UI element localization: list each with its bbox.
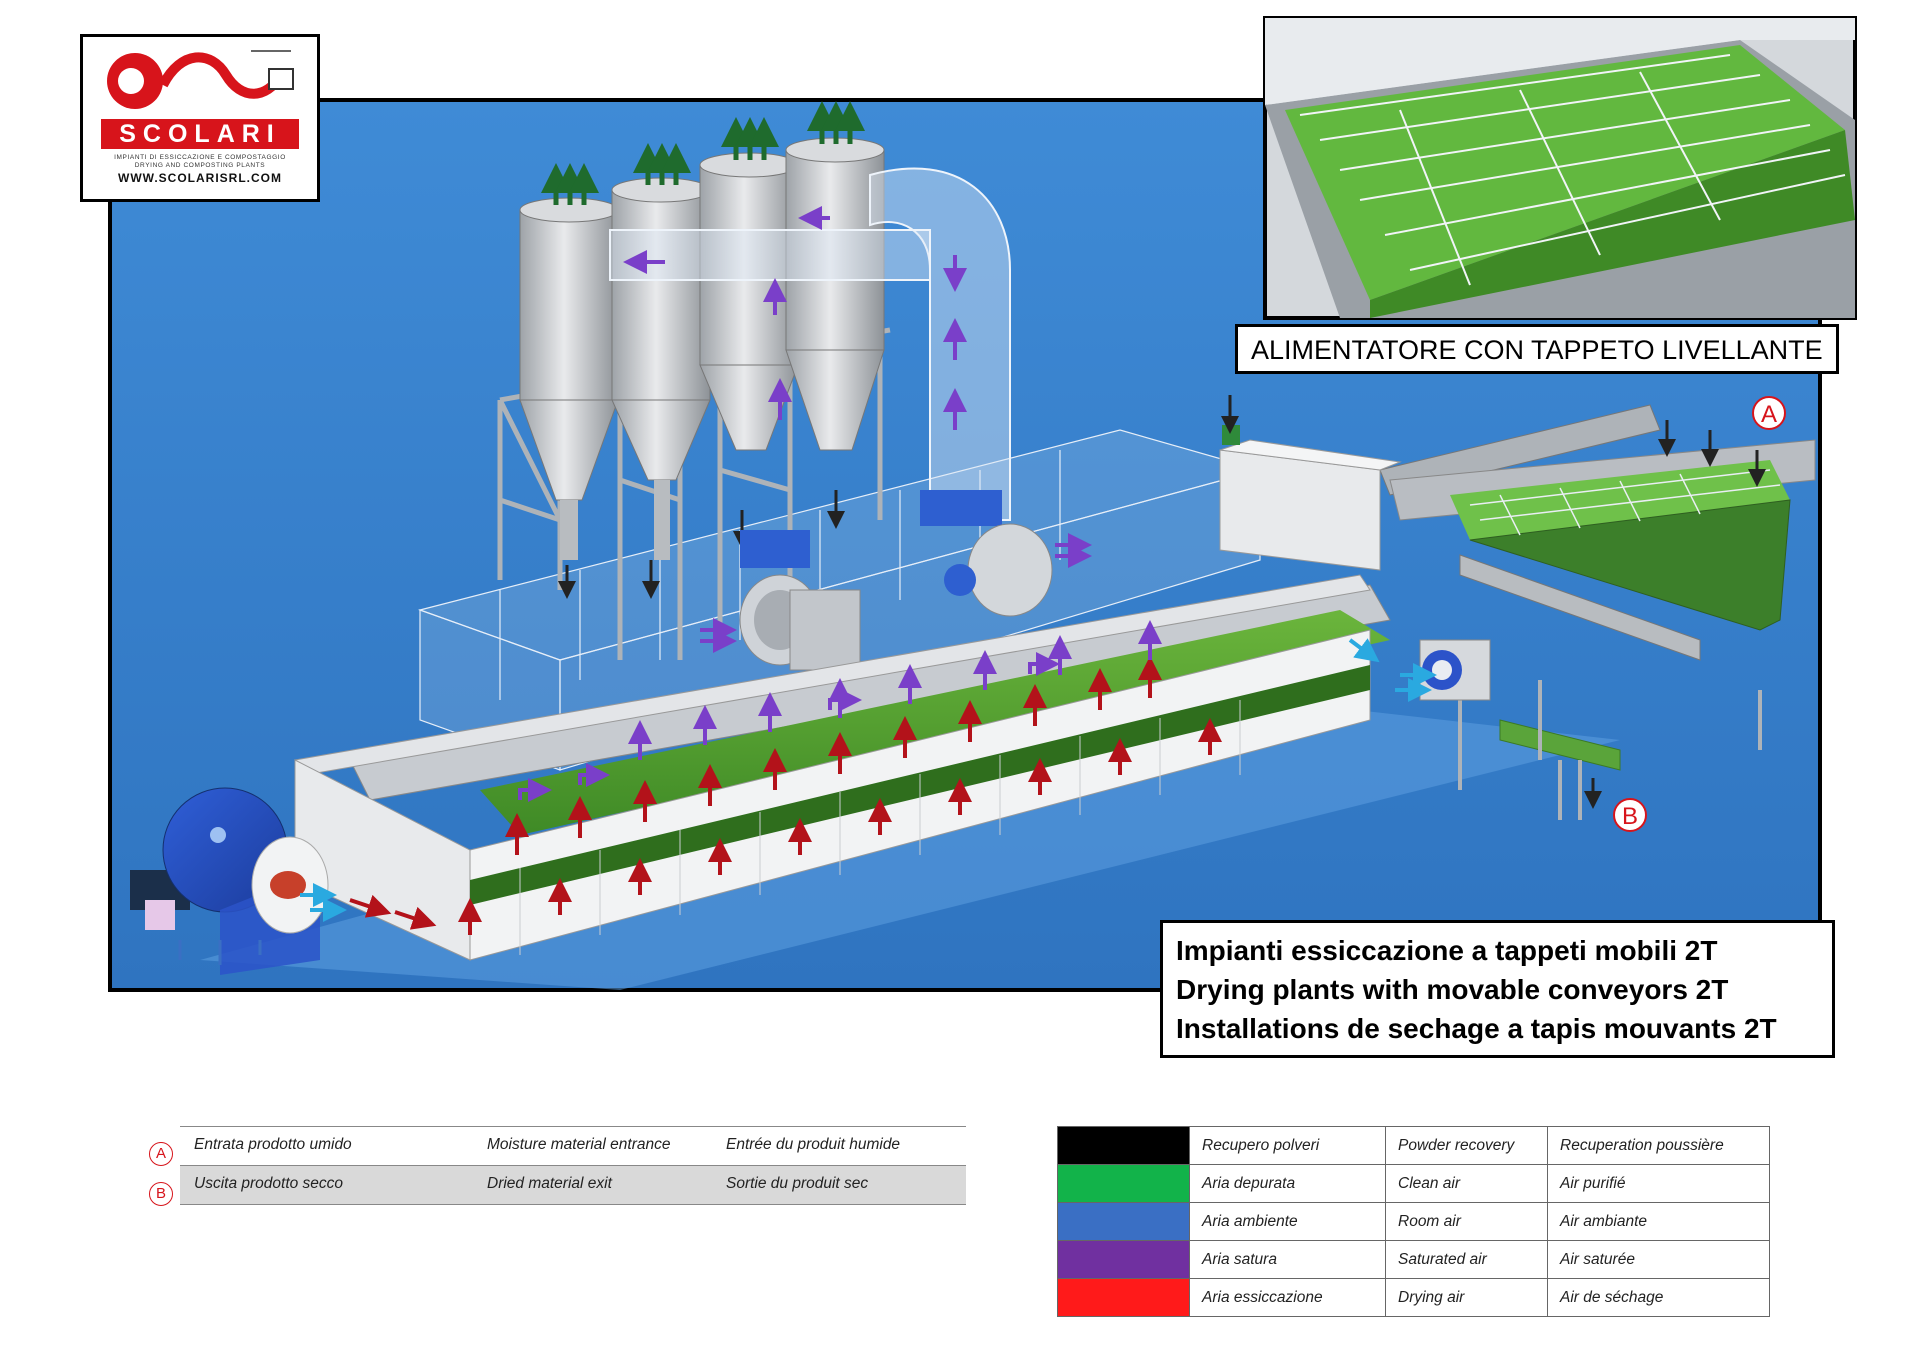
legend-a-fr: Entrée du produit humide: [726, 1136, 901, 1153]
inset-photo: [1263, 16, 1857, 320]
color-legend-row: Aria essiccazione Drying air Air de séch…: [1057, 1278, 1770, 1317]
color-label-fr: Air purifié: [1547, 1164, 1770, 1203]
legend-badge-b: B: [149, 1182, 173, 1206]
feeder-conveyor: [1219, 395, 1816, 820]
main-title: Impianti essiccazione a tappeti mobili 2…: [1160, 920, 1835, 1058]
callout-b: B: [1613, 798, 1647, 832]
color-legend-row: Aria satura Saturated air Air saturée: [1057, 1240, 1770, 1279]
logo-url: WWW.SCOLARISRL.COM: [118, 171, 282, 185]
color-swatch: [1057, 1240, 1190, 1279]
main-title-fr: Installations de sechage a tapis mouvant…: [1176, 1013, 1777, 1044]
main-title-en: Drying plants with movable conveyors 2T: [1176, 974, 1729, 1005]
color-label-en: Saturated air: [1385, 1240, 1548, 1279]
color-legend-row: Aria depurata Clean air Air purifié: [1057, 1164, 1770, 1203]
legend-badge-a: A: [149, 1142, 173, 1166]
color-swatch: [1057, 1126, 1190, 1165]
color-label-en: Drying air: [1385, 1278, 1548, 1317]
burner-fan: [130, 787, 347, 975]
color-label-fr: Air ambiante: [1547, 1202, 1770, 1241]
color-label-it: Aria ambiente: [1189, 1202, 1386, 1241]
color-legend: Recupero polveri Powder recovery Recuper…: [1057, 1126, 1770, 1317]
color-swatch: [1057, 1202, 1190, 1241]
air-duct: [609, 167, 1011, 521]
color-label-it: Recupero polveri: [1189, 1126, 1386, 1165]
color-legend-row: Aria ambiente Room air Air ambiante: [1057, 1202, 1770, 1241]
color-label-en: Clean air: [1385, 1164, 1548, 1203]
cyclone-silos: [497, 101, 891, 660]
color-label-en: Powder recovery: [1385, 1126, 1548, 1165]
color-legend-row: Recupero polveri Powder recovery Recuper…: [1057, 1126, 1770, 1165]
legend-b-fr: Sortie du produit sec: [726, 1175, 869, 1192]
callout-a: A: [1752, 396, 1786, 430]
inset-title: ALIMENTATORE CON TAPPETO LIVELLANTE: [1235, 324, 1839, 374]
color-label-it: Aria essiccazione: [1189, 1278, 1386, 1317]
logo-subtitle-en: DRYING AND COMPOSTING PLANTS: [134, 162, 266, 169]
legend-a-en: Moisture material entrance: [487, 1136, 671, 1153]
company-logo: SCOLARI IMPIANTI DI ESSICCAZIONE E COMPO…: [80, 34, 320, 202]
legend-row-a: Entrata prodotto umido Moisture material…: [180, 1126, 966, 1165]
color-swatch: [1057, 1278, 1190, 1317]
logo-name: SCOLARI: [101, 119, 299, 149]
color-label-fr: Air de séchage: [1547, 1278, 1770, 1317]
dryer-body: [294, 574, 1391, 961]
legend-row-b: Uscita prodotto secco Dried material exi…: [180, 1165, 966, 1205]
logo-subtitle-it: IMPIANTI DI ESSICCAZIONE E COMPOSTAGGIO: [114, 154, 286, 161]
color-label-en: Room air: [1385, 1202, 1548, 1241]
exhaust-fans: [739, 490, 1053, 671]
point-legend: Entrata prodotto umido Moisture material…: [180, 1126, 966, 1205]
main-title-it: Impianti essiccazione a tappeti mobili 2…: [1176, 935, 1718, 966]
color-label-it: Aria depurata: [1189, 1164, 1386, 1203]
color-label-fr: Air saturée: [1547, 1240, 1770, 1279]
legend-a-it: Entrata prodotto umido: [194, 1136, 352, 1153]
color-swatch: [1057, 1164, 1190, 1203]
color-label-fr: Recuperation poussière: [1547, 1126, 1770, 1165]
legend-b-en: Dried material exit: [487, 1175, 612, 1192]
color-label-it: Aria satura: [1189, 1240, 1386, 1279]
logo-emblem-icon: [107, 50, 294, 109]
legend-b-it: Uscita prodotto secco: [194, 1175, 344, 1192]
